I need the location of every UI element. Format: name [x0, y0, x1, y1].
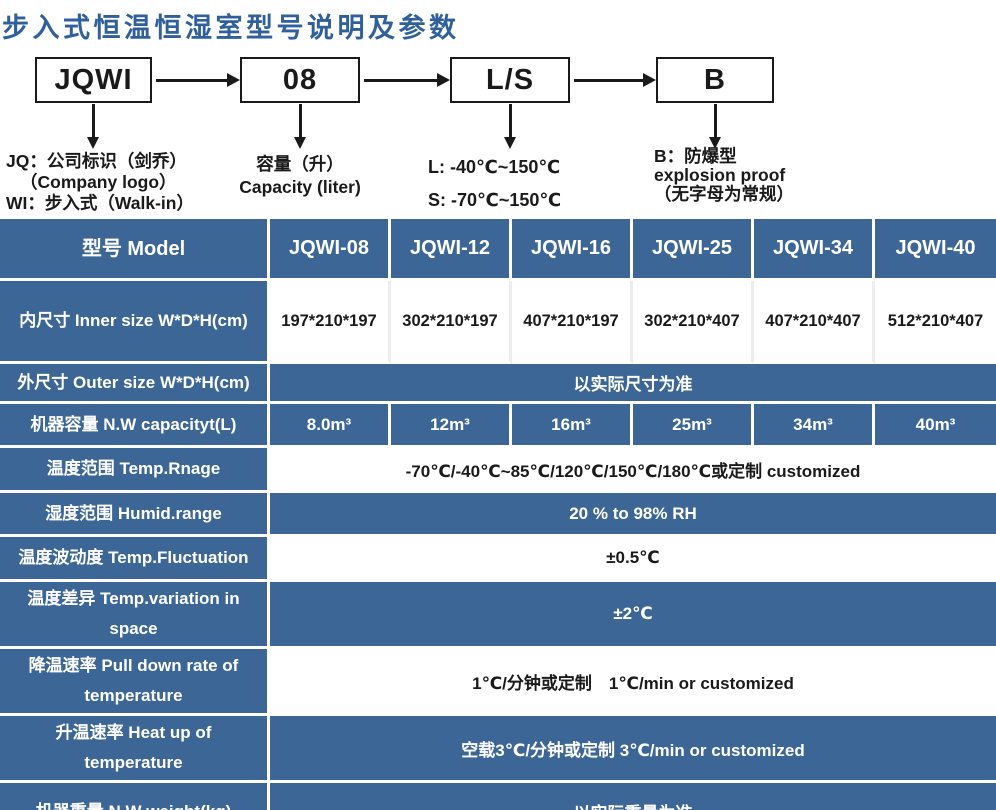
table-row-inner-size: 内尺寸 Inner size W*D*H(cm) 197*210*197 302… [0, 281, 996, 364]
arrow-down-icon [294, 104, 305, 149]
spec-merged-value: 20 % to 98% RH [270, 493, 996, 537]
spec-value-cell: 12m³ [391, 404, 512, 448]
spec-value-cell: 407*210*407 [754, 281, 875, 364]
spec-table: 型号 Model JQWI-08 JQWI-12 JQWI-16 JQWI-25… [0, 219, 996, 810]
col-header-jqwi-16: JQWI-16 [512, 219, 633, 281]
col-header-jqwi-40: JQWI-40 [875, 219, 996, 281]
row-label-heatup: 升温速率 Heat up of temperature [0, 716, 270, 783]
table-row-heatup: 升温速率 Heat up of temperature 空载3℃/分钟或定制 3… [0, 716, 996, 783]
row-label-capacity: 机器容量 N.W capacityt(L) [0, 404, 270, 448]
table-header-row: 型号 Model JQWI-08 JQWI-12 JQWI-16 JQWI-25… [0, 219, 996, 281]
spec-value-cell: 8.0m³ [270, 404, 391, 448]
spec-merged-value: 空载3℃/分钟或定制 3℃/min or customized [270, 716, 996, 783]
row-label-variation: 温度差异 Temp.variation in space [0, 582, 270, 649]
table-row-temp-range: 温度范围 Temp.Rnage -70℃/-40℃~85℃/120℃/150℃/… [0, 448, 996, 493]
table-row-pulldown: 降温速率 Pull down rate of temperature 1℃/分钟… [0, 649, 996, 716]
code-box-capacity: 08 [240, 57, 360, 103]
table-row-fluctuation: 温度波动度 Temp.Fluctuation ±0.5℃ [0, 537, 996, 582]
col-header-jqwi-08: JQWI-08 [270, 219, 391, 281]
spec-merged-value: 1℃/分钟或定制 1℃/min or customized [270, 649, 996, 716]
col-header-model: 型号 Model [0, 219, 270, 281]
note-line: L: -40℃~150℃ [428, 157, 561, 177]
row-label-inner-size: 内尺寸 Inner size W*D*H(cm) [0, 281, 270, 364]
spec-value-cell: 512*210*407 [875, 281, 996, 364]
spec-value-cell: 302*210*197 [391, 281, 512, 364]
note-line: 容量（升） [256, 154, 344, 174]
table-row-weight: 机器重量 N.W weight(kg) 以实际重量为准 [0, 783, 996, 810]
code-box-explosion: B [656, 57, 774, 103]
spec-value-cell: 40m³ [875, 404, 996, 448]
col-header-jqwi-25: JQWI-25 [633, 219, 754, 281]
arrow-down-icon [709, 104, 720, 149]
spec-merged-value: -70℃/-40℃~85℃/120℃/150℃/180℃或定制 customiz… [270, 448, 996, 493]
table-row-variation: 温度差异 Temp.variation in space ±2℃ [0, 582, 996, 649]
row-label-humidity: 湿度范围 Humid.range [0, 493, 270, 537]
arrow-down-icon [504, 104, 515, 149]
row-label-fluctuation: 温度波动度 Temp.Fluctuation [0, 537, 270, 582]
note-line: JQ：公司标识（剑乔） [6, 151, 187, 171]
note-company-logo: JQ：公司标识（剑乔） （Company logo） WI：步入式（Walk-i… [6, 151, 194, 214]
model-code-diagram: JQWI 08 L/S B JQ：公司标识（剑乔） （Company logo）… [0, 0, 996, 219]
table-row-capacity: 机器容量 N.W capacityt(L) 8.0m³ 12m³ 16m³ 25… [0, 404, 996, 448]
spec-value-cell: 197*210*197 [270, 281, 391, 364]
spec-merged-value: 以实际尺寸为准 [270, 364, 996, 404]
arrow-right-icon [156, 73, 240, 87]
row-label-temp-range: 温度范围 Temp.Rnage [0, 448, 270, 493]
note-line: （无字母为常规） [654, 184, 794, 204]
table-row-outer-size: 外尺寸 Outer size W*D*H(cm) 以实际尺寸为准 [0, 364, 996, 404]
note-explosion-proof: B：防爆型 explosion proof （无字母为常规） [654, 147, 794, 204]
spec-merged-value: ±0.5℃ [270, 537, 996, 582]
row-label-pulldown: 降温速率 Pull down rate of temperature [0, 649, 270, 716]
table-row-humidity: 湿度范围 Humid.range 20 % to 98% RH [0, 493, 996, 537]
note-temp-type: L: -40℃~150℃ S: -70℃~150℃ [428, 151, 561, 217]
spec-value-cell: 407*210*197 [512, 281, 633, 364]
arrow-down-icon [87, 104, 98, 149]
note-line: S: -70℃~150℃ [428, 190, 562, 210]
spec-merged-value: 以实际重量为准 [270, 783, 996, 810]
note-line: Capacity (liter) [239, 177, 361, 197]
arrow-right-icon [364, 73, 450, 87]
note-line: WI：步入式（Walk-in） [6, 193, 194, 213]
spec-merged-value: ±2℃ [270, 582, 996, 649]
page-title: 步入式恒温恒湿室型号说明及参数 [2, 13, 460, 43]
row-label-weight: 机器重量 N.W weight(kg) [0, 783, 270, 810]
row-label-outer-size: 外尺寸 Outer size W*D*H(cm) [0, 364, 270, 404]
code-box-jqwi: JQWI [35, 57, 152, 103]
spec-value-cell: 16m³ [512, 404, 633, 448]
col-header-jqwi-34: JQWI-34 [754, 219, 875, 281]
arrow-right-icon [574, 73, 656, 87]
spec-value-cell: 34m³ [754, 404, 875, 448]
note-line: B：防爆型 [654, 146, 737, 166]
note-line: （Company logo） [20, 172, 177, 192]
note-line: explosion proof [654, 165, 786, 185]
note-capacity: 容量（升） Capacity (liter) [210, 153, 390, 199]
code-box-temp-type: L/S [450, 57, 570, 103]
col-header-jqwi-12: JQWI-12 [391, 219, 512, 281]
spec-value-cell: 25m³ [633, 404, 754, 448]
spec-value-cell: 302*210*407 [633, 281, 754, 364]
